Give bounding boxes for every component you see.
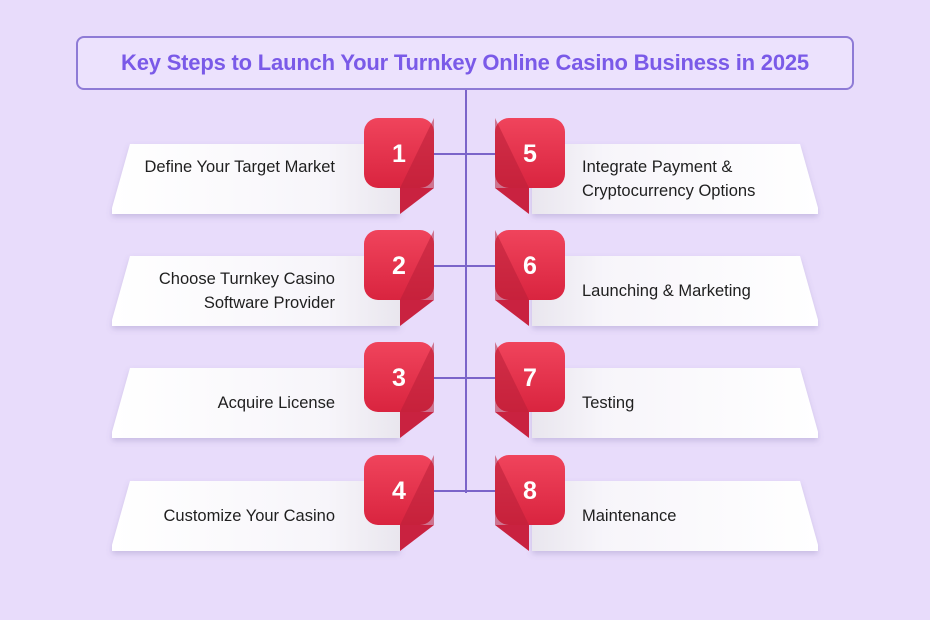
step-number: 5 [523, 140, 537, 168]
step-card [112, 144, 400, 214]
step-card [532, 256, 818, 326]
step-number: 6 [523, 252, 537, 280]
badge-fold [495, 525, 529, 551]
step-card [532, 368, 818, 438]
step-card [112, 481, 400, 551]
badge-shade [400, 455, 434, 525]
badge-shade [495, 118, 529, 188]
step-label: Customize Your Casino [163, 507, 335, 525]
step-cards: 1 2 3 4 5 6 7 8 [112, 118, 818, 551]
step-card [112, 256, 400, 326]
step-label: Acquire License [217, 394, 335, 412]
step-number: 7 [523, 364, 537, 392]
step-5: 5 [495, 118, 818, 214]
badge-shade [400, 342, 434, 412]
step-7: 7 [495, 342, 818, 438]
step-8: 8 [495, 455, 818, 551]
step-number: 8 [523, 477, 537, 505]
badge-shade [400, 118, 434, 188]
badge-shade [495, 230, 529, 300]
badge-fold [400, 525, 434, 551]
step-3: 3 [112, 342, 434, 438]
step-number: 2 [392, 252, 406, 280]
step-number: 3 [392, 364, 406, 392]
badge-shade [495, 455, 529, 525]
step-number: 1 [392, 140, 406, 168]
connector-lines [434, 90, 497, 493]
badge-fold [495, 188, 529, 214]
step-label: Maintenance [582, 507, 677, 525]
badge-fold [495, 300, 529, 326]
step-6: 6 [495, 230, 818, 326]
step-4: 4 [112, 455, 434, 551]
badge-fold [400, 300, 434, 326]
step-number: 4 [392, 477, 406, 505]
step-label: Launching & Marketing [582, 282, 751, 300]
step-label: Testing [582, 394, 635, 412]
step-1: 1 [112, 118, 434, 214]
step-card [532, 481, 818, 551]
badge-fold [400, 412, 434, 438]
badge-shade [495, 342, 529, 412]
step-card [532, 144, 818, 214]
badge-fold [400, 188, 434, 214]
step-label: Choose Turnkey Casino Software Provider [158, 270, 335, 312]
step-label: Integrate Payment & Cryptocurrency Optio… [582, 158, 756, 200]
step-2: 2 [112, 230, 434, 326]
title-box: Key Steps to Launch Your Turnkey Online … [76, 36, 854, 90]
badge-fold [495, 412, 529, 438]
step-card [112, 368, 400, 438]
page-title: Key Steps to Launch Your Turnkey Online … [121, 50, 809, 75]
step-label: Define Your Target Market [144, 158, 335, 176]
badge-shade [400, 230, 434, 300]
